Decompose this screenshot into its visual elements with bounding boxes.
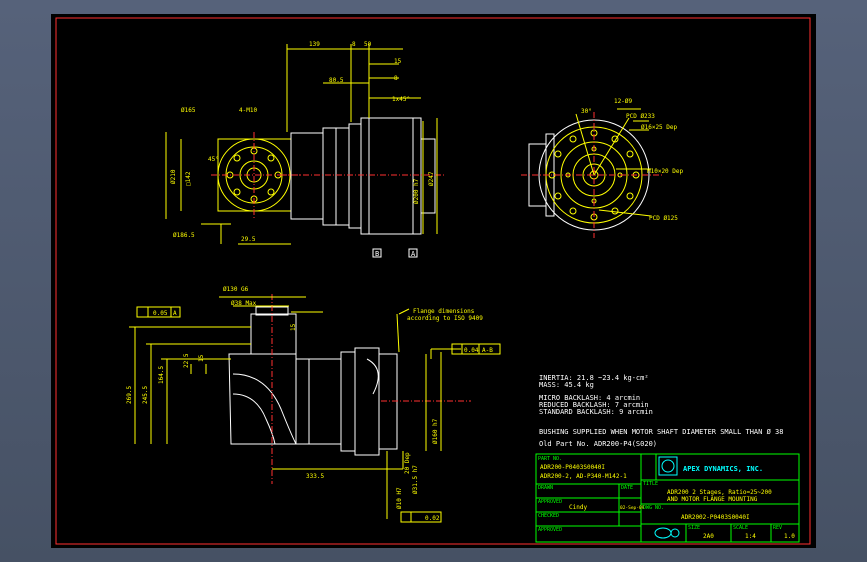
dim-333-5: 333.5 xyxy=(306,473,324,480)
note-micro-backlash: MICRO BACKLASH: 4 arcmin xyxy=(539,394,640,402)
tol-0-04: 0.04 xyxy=(464,347,479,354)
note-inertia: INERTIA: 21.8 ~23.4 kg-cm² xyxy=(539,374,649,382)
dim-d186-5: Ø186.5 xyxy=(173,232,195,239)
dim-d200h7: Ø200 h7 xyxy=(413,178,420,204)
tb-drawn-label: DRAWN xyxy=(538,485,553,491)
note-flange-1: Flange dimensions xyxy=(413,308,475,315)
dim-d247: Ø247 xyxy=(428,171,435,186)
tb-approved-label: APPROVED xyxy=(538,499,562,505)
tol-0-02: 0.02 xyxy=(425,515,440,522)
dim-245-5: 245.5 xyxy=(142,386,149,404)
dim-chamfer: 1x45° xyxy=(392,96,410,103)
tb-scale-label: SCALE xyxy=(733,525,748,531)
dim-80-5: 80.5 xyxy=(329,77,344,84)
dim-20dep: 20 Dep xyxy=(404,452,411,474)
datum-a: A xyxy=(411,250,416,258)
tb-rev: 1.0 xyxy=(784,533,795,540)
dim-d130g6: Ø130 G6 xyxy=(223,286,249,293)
tol-0-05: 0.05 xyxy=(153,310,168,317)
datum-ref-ab: A-B xyxy=(482,347,493,354)
dim-29-5: 29.5 xyxy=(241,236,256,243)
tb-size-label: SIZE xyxy=(688,525,700,531)
tb-dwg-label: DWG NO. xyxy=(643,505,664,511)
dim-m10x20: M10×20 Dep xyxy=(647,168,684,175)
dim-d31-5: Ø31.5 h7 xyxy=(412,465,419,494)
tb-drawn-by: Cindy xyxy=(569,504,587,511)
dim-12-d9: 12-Ø9 xyxy=(614,98,632,105)
drawing-canvas[interactable]: 139 8 50 15 8 80.5 1x45° Ø165 4-M10 45° … xyxy=(51,14,816,548)
tb-part-no-2: ADR200-2, AD-P340-M142-1 xyxy=(540,473,627,480)
dim-d16x25: Ø16×25 Dep xyxy=(641,124,678,131)
tb-date-label: DATE xyxy=(621,485,633,491)
tb-part-no-label: PART NO. xyxy=(538,456,562,462)
dim-22-5: 22.5 xyxy=(183,353,190,368)
dim-15b: 15 xyxy=(290,323,297,331)
dim-269-5: 269.5 xyxy=(126,386,133,404)
dim-pcd233: PCD Ø233 xyxy=(626,113,655,120)
side-view xyxy=(129,294,501,523)
note-reduced-backlash: REDUCED BACKLASH: 7 arcmin xyxy=(539,401,649,409)
dim-d10h7: Ø10 H7 xyxy=(396,487,403,509)
datum-b: B xyxy=(375,250,379,258)
front-view xyxy=(165,44,446,258)
note-flange-2: according to ISO 9409 xyxy=(407,315,483,322)
tb-checked-label: CHECKED xyxy=(538,513,559,519)
tb-date: 02-Sep-09 xyxy=(620,505,645,511)
dim-d38max: Ø38 Max xyxy=(231,300,257,307)
dim-50: 50 xyxy=(364,41,372,48)
dim-15a: 15 xyxy=(198,354,205,362)
dim-30deg: 30° xyxy=(581,108,592,115)
tb-title-2: AND MOTOR FLANGE MOUNTING xyxy=(667,496,758,503)
dim-sq142: □142 xyxy=(185,171,192,186)
dim-d210: Ø210 xyxy=(170,169,177,184)
dim-8b: 8 xyxy=(394,75,398,82)
dim-15: 15 xyxy=(394,58,402,65)
drawing-sheet[interactable]: 139 8 50 15 8 80.5 1x45° Ø165 4-M10 45° … xyxy=(51,14,816,548)
tb-title-label: TITLE xyxy=(643,481,658,487)
dim-164-5: 164.5 xyxy=(158,366,165,384)
tb-rev-label: REV xyxy=(773,525,782,531)
note-old-part: Old Part No. ADR200-P4(S020) xyxy=(539,440,657,448)
dim-d160h7: Ø160 h7 xyxy=(432,418,439,444)
title-block xyxy=(535,453,800,543)
tb-size: 2A0 xyxy=(703,533,714,540)
dim-139: 139 xyxy=(309,41,320,48)
tb-scale: 1:4 xyxy=(745,533,756,540)
tb-dwg-no: ADR2002-P0403S0040I xyxy=(681,514,750,521)
dim-45deg: 45° xyxy=(208,156,219,163)
dim-8: 8 xyxy=(352,41,356,48)
end-view xyxy=(521,108,663,238)
tb-company: APEX DYNAMICS, INC. xyxy=(683,465,763,473)
tb-title-1: ADR200 2 Stages, Ratio=25~200 xyxy=(667,489,772,496)
note-standard-backlash: STANDARD BACKLASH: 9 arcmin xyxy=(539,408,653,416)
dim-d165: Ø165 xyxy=(181,107,196,114)
dim-4-m10: 4-M10 xyxy=(239,107,257,114)
dim-pcd125: PCD Ø125 xyxy=(649,215,678,222)
note-bushing: BUSHING SUPPLIED WHEN MOTOR SHAFT DIAMET… xyxy=(539,428,783,436)
tb-part-no-1: ADR200-P0403S0040I xyxy=(540,464,605,471)
tb-approved2-label: APPROVED xyxy=(538,527,562,533)
datum-ref-a: A xyxy=(173,310,177,317)
note-mass: MASS: 45.4 kg xyxy=(539,381,594,389)
drawing-frame xyxy=(55,17,811,545)
